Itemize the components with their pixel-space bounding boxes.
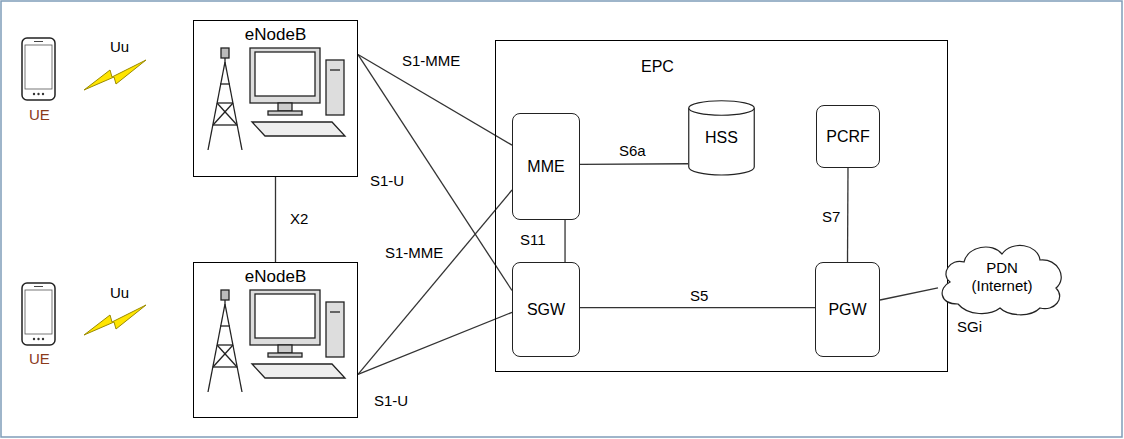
device-label: UE: [27, 350, 52, 368]
interface-label: S1-U: [372, 392, 410, 410]
interface-label: S1-MME: [400, 52, 462, 70]
node-text: MME: [527, 157, 564, 176]
core-function-box: PGW: [815, 262, 880, 357]
node-text: eNodeB: [194, 25, 357, 45]
interface-line: [564, 220, 565, 262]
interface-label: Uu: [108, 38, 131, 56]
core-function-box: SGW: [512, 262, 580, 357]
interface-label: SGi: [955, 318, 984, 336]
node-text: SGW: [527, 300, 565, 319]
interface-label: S7: [820, 208, 842, 226]
lightning-bolt: [84, 305, 146, 335]
network-node-box: eNodeB: [193, 262, 358, 418]
core-network-box: EPC MME HSS PCRF SGW PGW: [495, 40, 948, 372]
interface-label: S6a: [617, 142, 648, 160]
core-function-box: MME: [512, 113, 580, 220]
interface-line: [358, 55, 512, 291]
network-node-box: eNodeB: [193, 20, 358, 177]
interface-line: [880, 288, 938, 300]
interface-line: [358, 190, 512, 374]
interface-line: [275, 177, 276, 262]
interface-label: S11: [518, 231, 548, 249]
interface-label: X2: [288, 210, 310, 228]
lightning-bolt: [84, 60, 146, 90]
node-text: PGW: [828, 300, 866, 319]
node-text: PDN (Internet): [965, 259, 1039, 295]
node-text: EPC: [641, 57, 674, 76]
node-text: HSS: [705, 128, 738, 147]
base-station-icon: [208, 48, 345, 150]
device-label: UE: [27, 106, 52, 124]
interface-label: S5: [688, 287, 710, 305]
interface-line: [358, 312, 512, 374]
interface-label: Uu: [108, 284, 131, 302]
node-text: eNodeB: [194, 267, 357, 287]
interface-label: S1-MME: [383, 244, 445, 262]
interface-label: S1-U: [368, 172, 406, 190]
core-function-box: PCRF: [816, 105, 880, 168]
phone-icon: [22, 283, 55, 345]
node-text: PCRF: [826, 127, 870, 146]
network-cloud: PDN (Internet): [938, 238, 1066, 316]
interface-line: [847, 168, 849, 262]
phone-icon: [22, 38, 55, 100]
interface-line: [580, 163, 688, 165]
interface-line: [580, 307, 815, 308]
database-cylinder: HSS: [688, 100, 755, 175]
base-station-icon: [208, 290, 345, 392]
